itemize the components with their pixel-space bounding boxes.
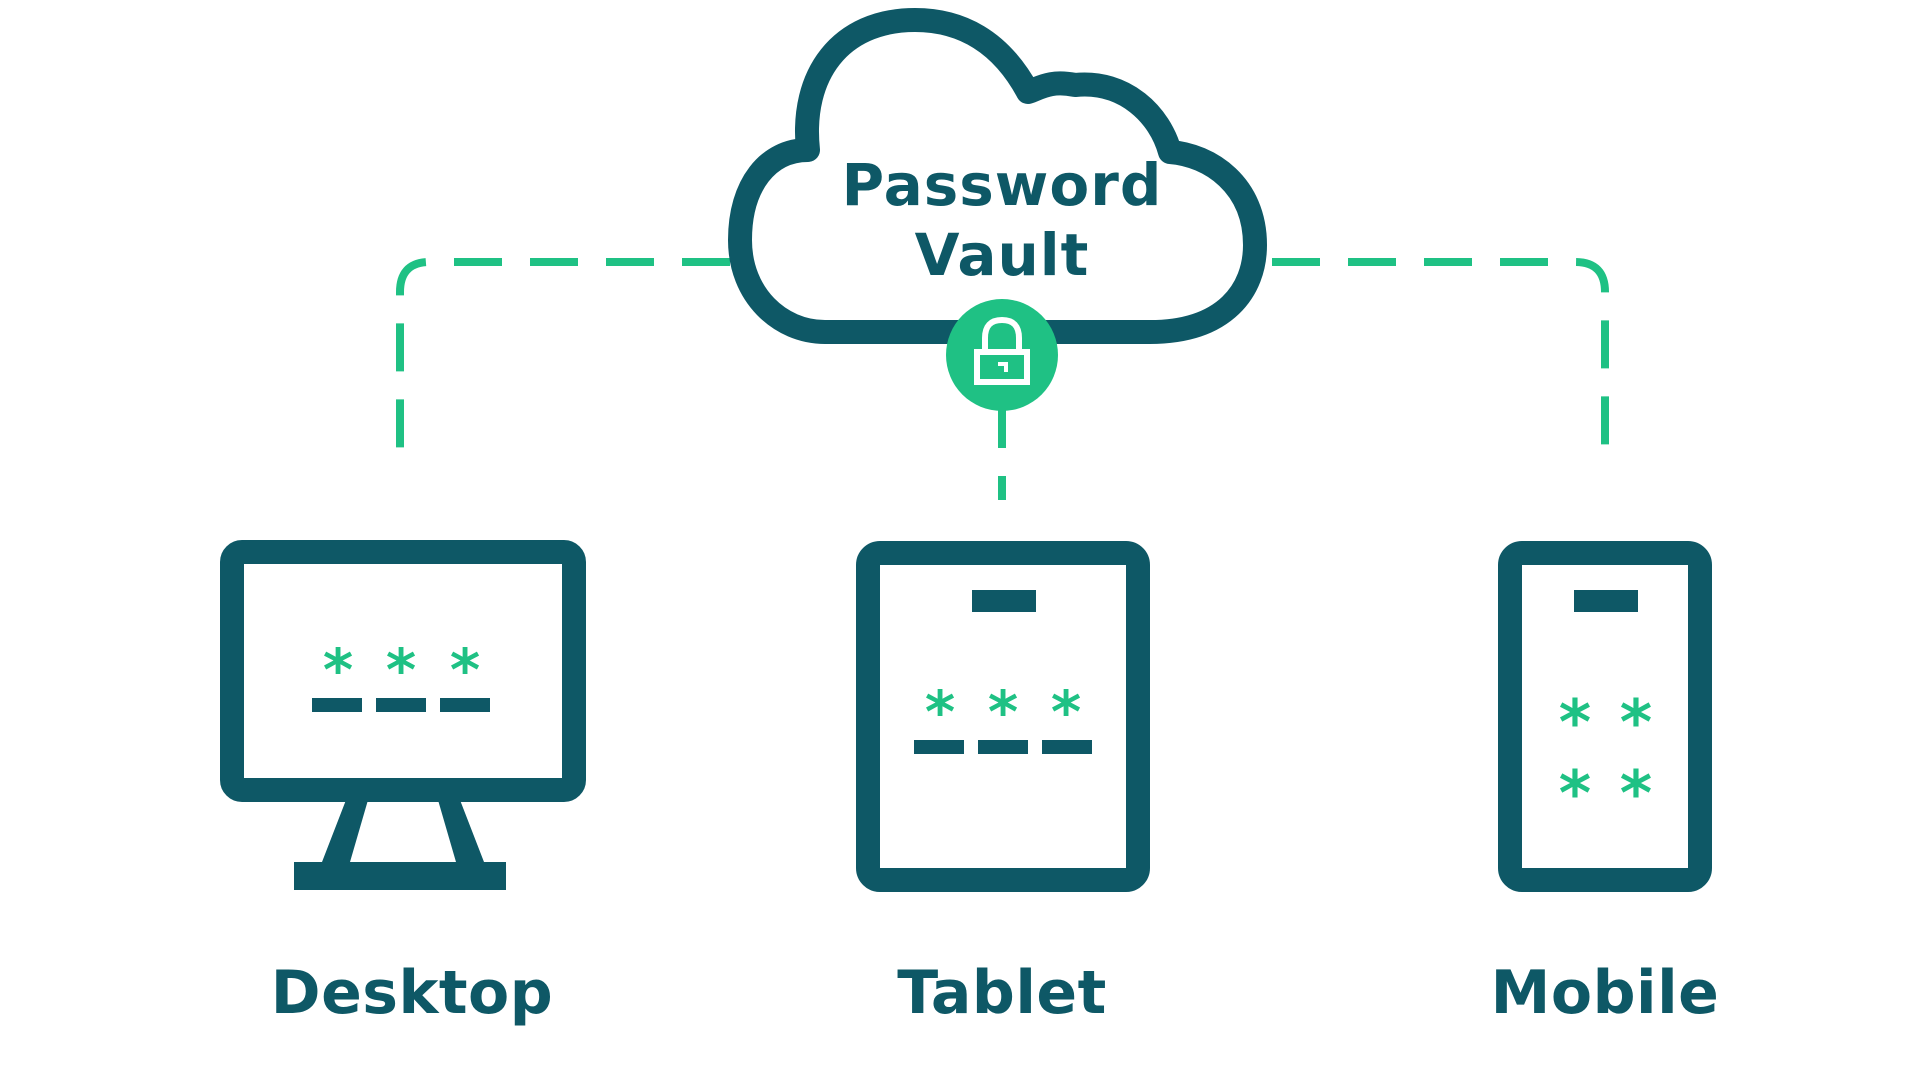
- svg-text:*: *: [1559, 757, 1591, 830]
- cloud: Password Vault: [728, 8, 1267, 344]
- desktop-password-dashes: [312, 698, 490, 712]
- cloud-title-line2: Vault: [915, 221, 1090, 289]
- connector-mobile: [1272, 258, 1609, 470]
- svg-text:*: *: [1051, 678, 1081, 746]
- padlock-icon: [946, 299, 1058, 411]
- svg-text:*: *: [988, 678, 1018, 746]
- desktop-monitor-icon: * * *: [220, 540, 586, 890]
- connector-lines: [396, 258, 1609, 500]
- mobile-password-asterisks: * * * *: [1559, 686, 1652, 830]
- cloud-shape: [728, 8, 1267, 344]
- tablet-password-dashes: [914, 740, 1092, 754]
- svg-text:*: *: [323, 636, 353, 704]
- desktop-label: Desktop: [271, 958, 553, 1028]
- mobile-label: Mobile: [1491, 958, 1720, 1028]
- svg-text:*: *: [386, 636, 416, 704]
- tablet-label: Tablet: [897, 958, 1107, 1028]
- tablet-icon: * * *: [856, 541, 1150, 892]
- connector-desktop: [396, 258, 730, 470]
- tablet-password-asterisks: * * *: [925, 678, 1081, 746]
- cloud-title-line1: Password: [842, 151, 1163, 219]
- desktop-password-asterisks: * * *: [323, 636, 480, 704]
- svg-text:*: *: [925, 678, 955, 746]
- svg-text:*: *: [1620, 686, 1652, 759]
- svg-text:*: *: [1559, 686, 1591, 759]
- mobile-phone-icon: * * * *: [1498, 541, 1712, 892]
- svg-text:*: *: [1620, 757, 1652, 830]
- svg-text:*: *: [450, 636, 480, 704]
